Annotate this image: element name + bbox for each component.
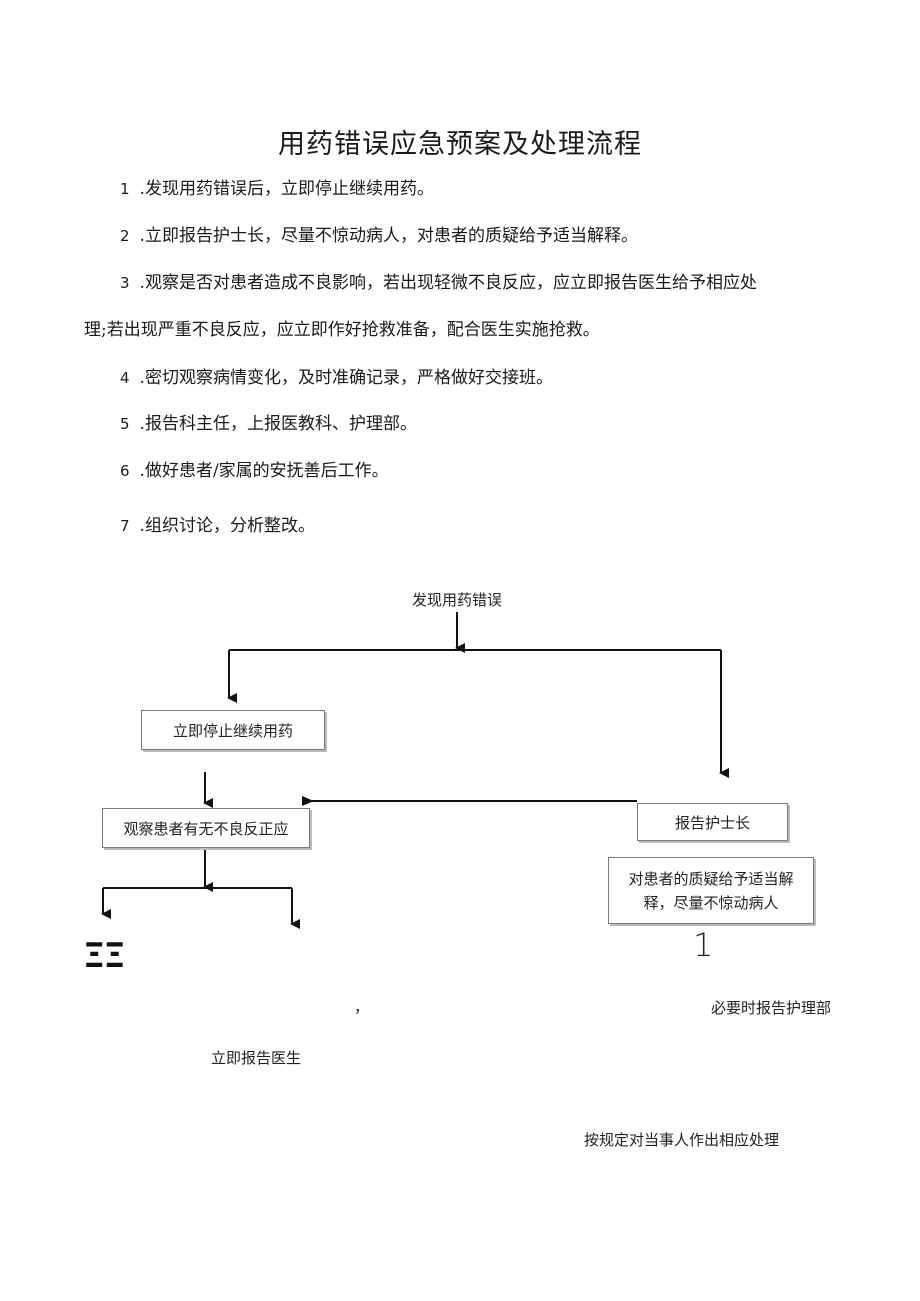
stray-comma: ， bbox=[354, 998, 370, 1016]
step-3: 3.观察是否对患者造成不良影响，若出现轻微不良反应，应立即报告医生给予相应处 bbox=[120, 273, 757, 293]
step-6: 6.做好患者/家属的安抚善后工作。 bbox=[120, 461, 389, 481]
step-2: 2.立即报告护士长，尽量不惊动病人，对患者的质疑给予适当解释。 bbox=[120, 226, 638, 246]
flow-start-label: 发现用药错误 bbox=[412, 591, 503, 609]
stop-medication-box: 立即停止继续用药 bbox=[141, 710, 325, 750]
big-digit: 1 bbox=[693, 926, 714, 964]
report-head-nurse-box: 报告护士长 bbox=[637, 803, 788, 841]
step-1: 1.发现用药错误后，立即停止继续用药。 bbox=[120, 179, 434, 199]
handle-party-label: 按规定对当事人作出相应处理 bbox=[584, 1131, 780, 1149]
document-title: 用药错误应急预案及处理流程 bbox=[278, 129, 642, 160]
step-4: 4.密切观察病情变化，及时准确记录，严格做好交接班。 bbox=[120, 368, 553, 388]
report-nursing-dept-label: 必要时报告护理部 bbox=[711, 999, 832, 1017]
observe-box: 观察患者有无不良反正应 bbox=[102, 808, 310, 848]
artifact-glyphs: ΞΞ bbox=[84, 936, 125, 976]
report-doctor-label: 立即报告医生 bbox=[211, 1049, 302, 1067]
step-5: 5.报告科主任，上报医教科、护理部。 bbox=[120, 414, 417, 434]
step-7: 7.组织讨论，分析整改。 bbox=[120, 516, 315, 536]
explain-box: 对患者的质疑给予适当解 释，尽量不惊动病人 bbox=[608, 857, 814, 924]
step-3-continued: 理;若出现严重不良反应，应立即作好抢救准备，配合医生实施抢救。 bbox=[84, 320, 600, 340]
